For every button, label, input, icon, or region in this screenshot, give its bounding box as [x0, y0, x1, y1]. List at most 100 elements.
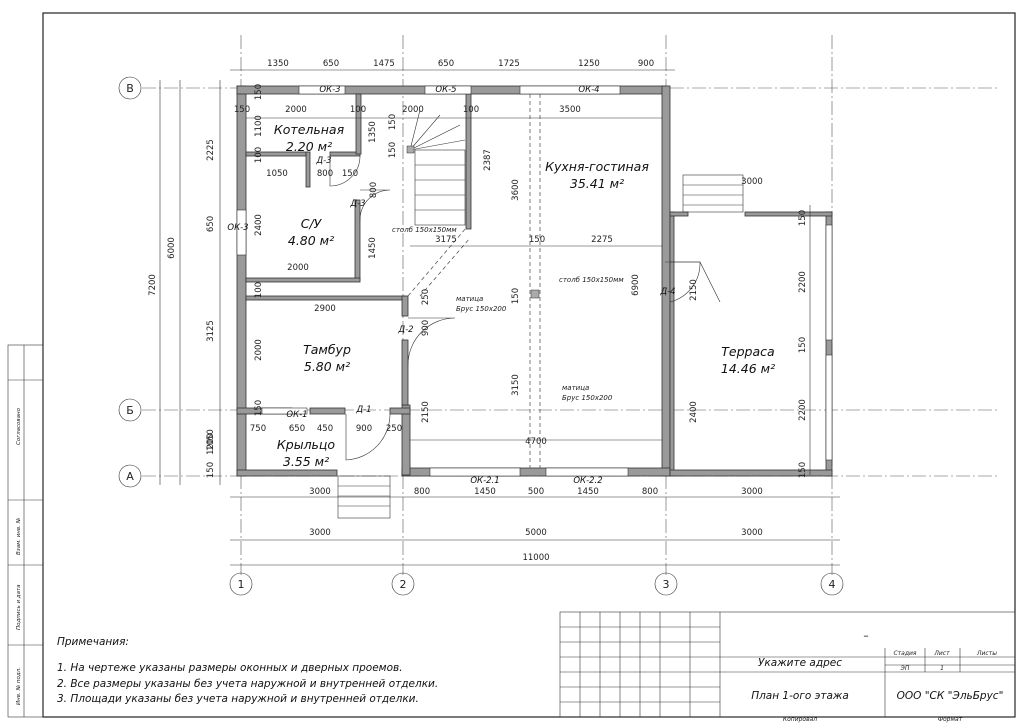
- room-vestibule-name: Тамбур: [303, 342, 351, 357]
- svg-text:100: 100: [254, 282, 264, 298]
- svg-text:столб 150х150мм: столб 150х150мм: [392, 226, 457, 234]
- axis-v-label: В: [126, 82, 134, 95]
- svg-text:7200: 7200: [148, 274, 158, 296]
- axis-1-label: 1: [238, 578, 245, 591]
- room-vestibule-area: 5.80 м²: [304, 359, 350, 374]
- svg-text:150: 150: [798, 462, 808, 478]
- stamp-replace: Взам. инв. №: [16, 517, 22, 555]
- room-porch-area: 3.55 м²: [283, 454, 329, 469]
- bottom-dimensions: 3000 800 1450 500 1450 800 3000 3000 500…: [309, 487, 763, 563]
- svg-text:2900: 2900: [314, 304, 336, 314]
- svg-text:3000: 3000: [309, 487, 331, 497]
- svg-text:1100: 1100: [254, 115, 264, 137]
- svg-text:150: 150: [388, 142, 398, 158]
- svg-text:800: 800: [369, 182, 379, 198]
- svg-text:500: 500: [528, 487, 544, 497]
- svg-text:450: 450: [317, 424, 333, 434]
- top-dimensions: 1350 650 1475 650 1725 1250 900 150 2000…: [234, 59, 654, 115]
- svg-text:650: 650: [323, 59, 339, 69]
- svg-text:150: 150: [798, 210, 808, 226]
- svg-text:Копировал: Копировал: [783, 716, 817, 723]
- axis-a-marker: [118, 464, 142, 488]
- axis-3-label: 3: [663, 578, 670, 591]
- svg-text:6900: 6900: [631, 274, 641, 296]
- svg-text:1200: 1200: [206, 433, 216, 455]
- svg-text:3000: 3000: [309, 528, 331, 538]
- window-ok1: ОК-1: [286, 410, 307, 420]
- left-dimensions: 2225 650 3125 1200 6000 7200 150 1100 10…: [148, 84, 264, 478]
- axis-v-marker: [118, 76, 142, 100]
- title-address: Укажите адрес: [758, 657, 842, 669]
- svg-text:3000: 3000: [741, 177, 763, 187]
- svg-text:650: 650: [438, 59, 454, 69]
- svg-text:150: 150: [529, 235, 545, 245]
- axis-b-marker: [118, 398, 142, 422]
- svg-text:1050: 1050: [266, 169, 288, 179]
- axis-b-label: Б: [126, 404, 134, 417]
- svg-text:2000: 2000: [287, 263, 309, 273]
- room-wc-name: С/У: [301, 216, 323, 231]
- axis-2-label: 2: [400, 578, 407, 591]
- beams: [246, 94, 662, 468]
- axis-a-label: А: [126, 470, 134, 483]
- svg-text:2400: 2400: [254, 214, 264, 236]
- svg-text:11000: 11000: [522, 553, 549, 563]
- svg-text:100: 100: [350, 105, 366, 115]
- title-sheet-title: План 1-ого этажа: [751, 690, 849, 702]
- svg-text:3175: 3175: [435, 235, 457, 245]
- room-boiler-name: Котельная: [274, 122, 345, 137]
- stamp-inv-no: Инв. № подл.: [16, 667, 22, 705]
- svg-text:1450: 1450: [368, 237, 378, 259]
- window-ok4: ОК-4: [578, 85, 599, 95]
- note-3: 3. Площади указаны без учета наружной и …: [57, 693, 419, 705]
- svg-text:2150: 2150: [689, 279, 699, 301]
- svg-text:Листы: Листы: [976, 650, 997, 657]
- svg-text:1: 1: [940, 665, 944, 672]
- svg-text:250: 250: [386, 424, 402, 434]
- window-ok22: ОК-2.2: [573, 476, 602, 486]
- stairs: [337, 109, 744, 519]
- grid-axes: [142, 35, 1000, 575]
- svg-text:800: 800: [317, 169, 333, 179]
- svg-text:1475: 1475: [373, 59, 395, 69]
- room-wc-area: 4.80 м²: [288, 233, 334, 248]
- svg-text:столб 150х150мм: столб 150х150мм: [559, 276, 624, 284]
- svg-text:150: 150: [798, 337, 808, 353]
- plan-notes: столб 150х150мм столб 150х150мм матица Б…: [392, 226, 624, 402]
- door-d2: Д-2: [397, 325, 413, 335]
- svg-text:150: 150: [254, 400, 264, 416]
- title-block: – Укажите адрес План 1-ого этажа ООО "СК…: [559, 611, 1016, 723]
- dimension-lines: [159, 69, 840, 566]
- svg-text:900: 900: [421, 320, 431, 336]
- svg-text:матица: матица: [562, 384, 589, 392]
- axis-4-label: 4: [829, 578, 836, 591]
- svg-text:Стадия: Стадия: [893, 650, 916, 657]
- svg-text:Лист: Лист: [933, 650, 950, 657]
- svg-text:3125: 3125: [206, 320, 216, 342]
- svg-text:Формат: Формат: [938, 716, 963, 723]
- title-company: ООО "СК "ЭльБрус": [897, 690, 1004, 702]
- window-ok3-top: ОК-3: [319, 85, 340, 95]
- svg-text:5000: 5000: [525, 528, 547, 538]
- room-kitchen-area: 35.41 м²: [570, 176, 624, 191]
- svg-text:2200: 2200: [798, 399, 808, 421]
- svg-text:2150: 2150: [421, 401, 431, 423]
- note-2: 2. Все размеры указаны без учета наружно…: [57, 678, 438, 690]
- svg-text:Брус 150х200: Брус 150х200: [562, 394, 613, 402]
- svg-text:3600: 3600: [511, 179, 521, 201]
- general-notes: Примечания: 1. На чертеже указаны размер…: [57, 636, 438, 705]
- svg-text:650: 650: [289, 424, 305, 434]
- svg-text:900: 900: [638, 59, 654, 69]
- svg-text:2000: 2000: [285, 105, 307, 115]
- doors: [329, 155, 721, 461]
- opening-labels: ОК-3 ОК-5 ОК-4 ОК-3 ОК-1 ОК-2.1 ОК-2.2 Д…: [227, 85, 675, 486]
- door-d3b: Д-3: [349, 199, 365, 209]
- svg-text:750: 750: [250, 424, 266, 434]
- svg-text:2000: 2000: [402, 105, 424, 115]
- title-dash: –: [863, 630, 868, 642]
- svg-text:1250: 1250: [578, 59, 600, 69]
- svg-text:2275: 2275: [591, 235, 613, 245]
- room-kitchen-name: Кухня-гостиная: [545, 159, 649, 174]
- svg-text:2000: 2000: [254, 339, 264, 361]
- door-d1: Д-1: [355, 405, 371, 415]
